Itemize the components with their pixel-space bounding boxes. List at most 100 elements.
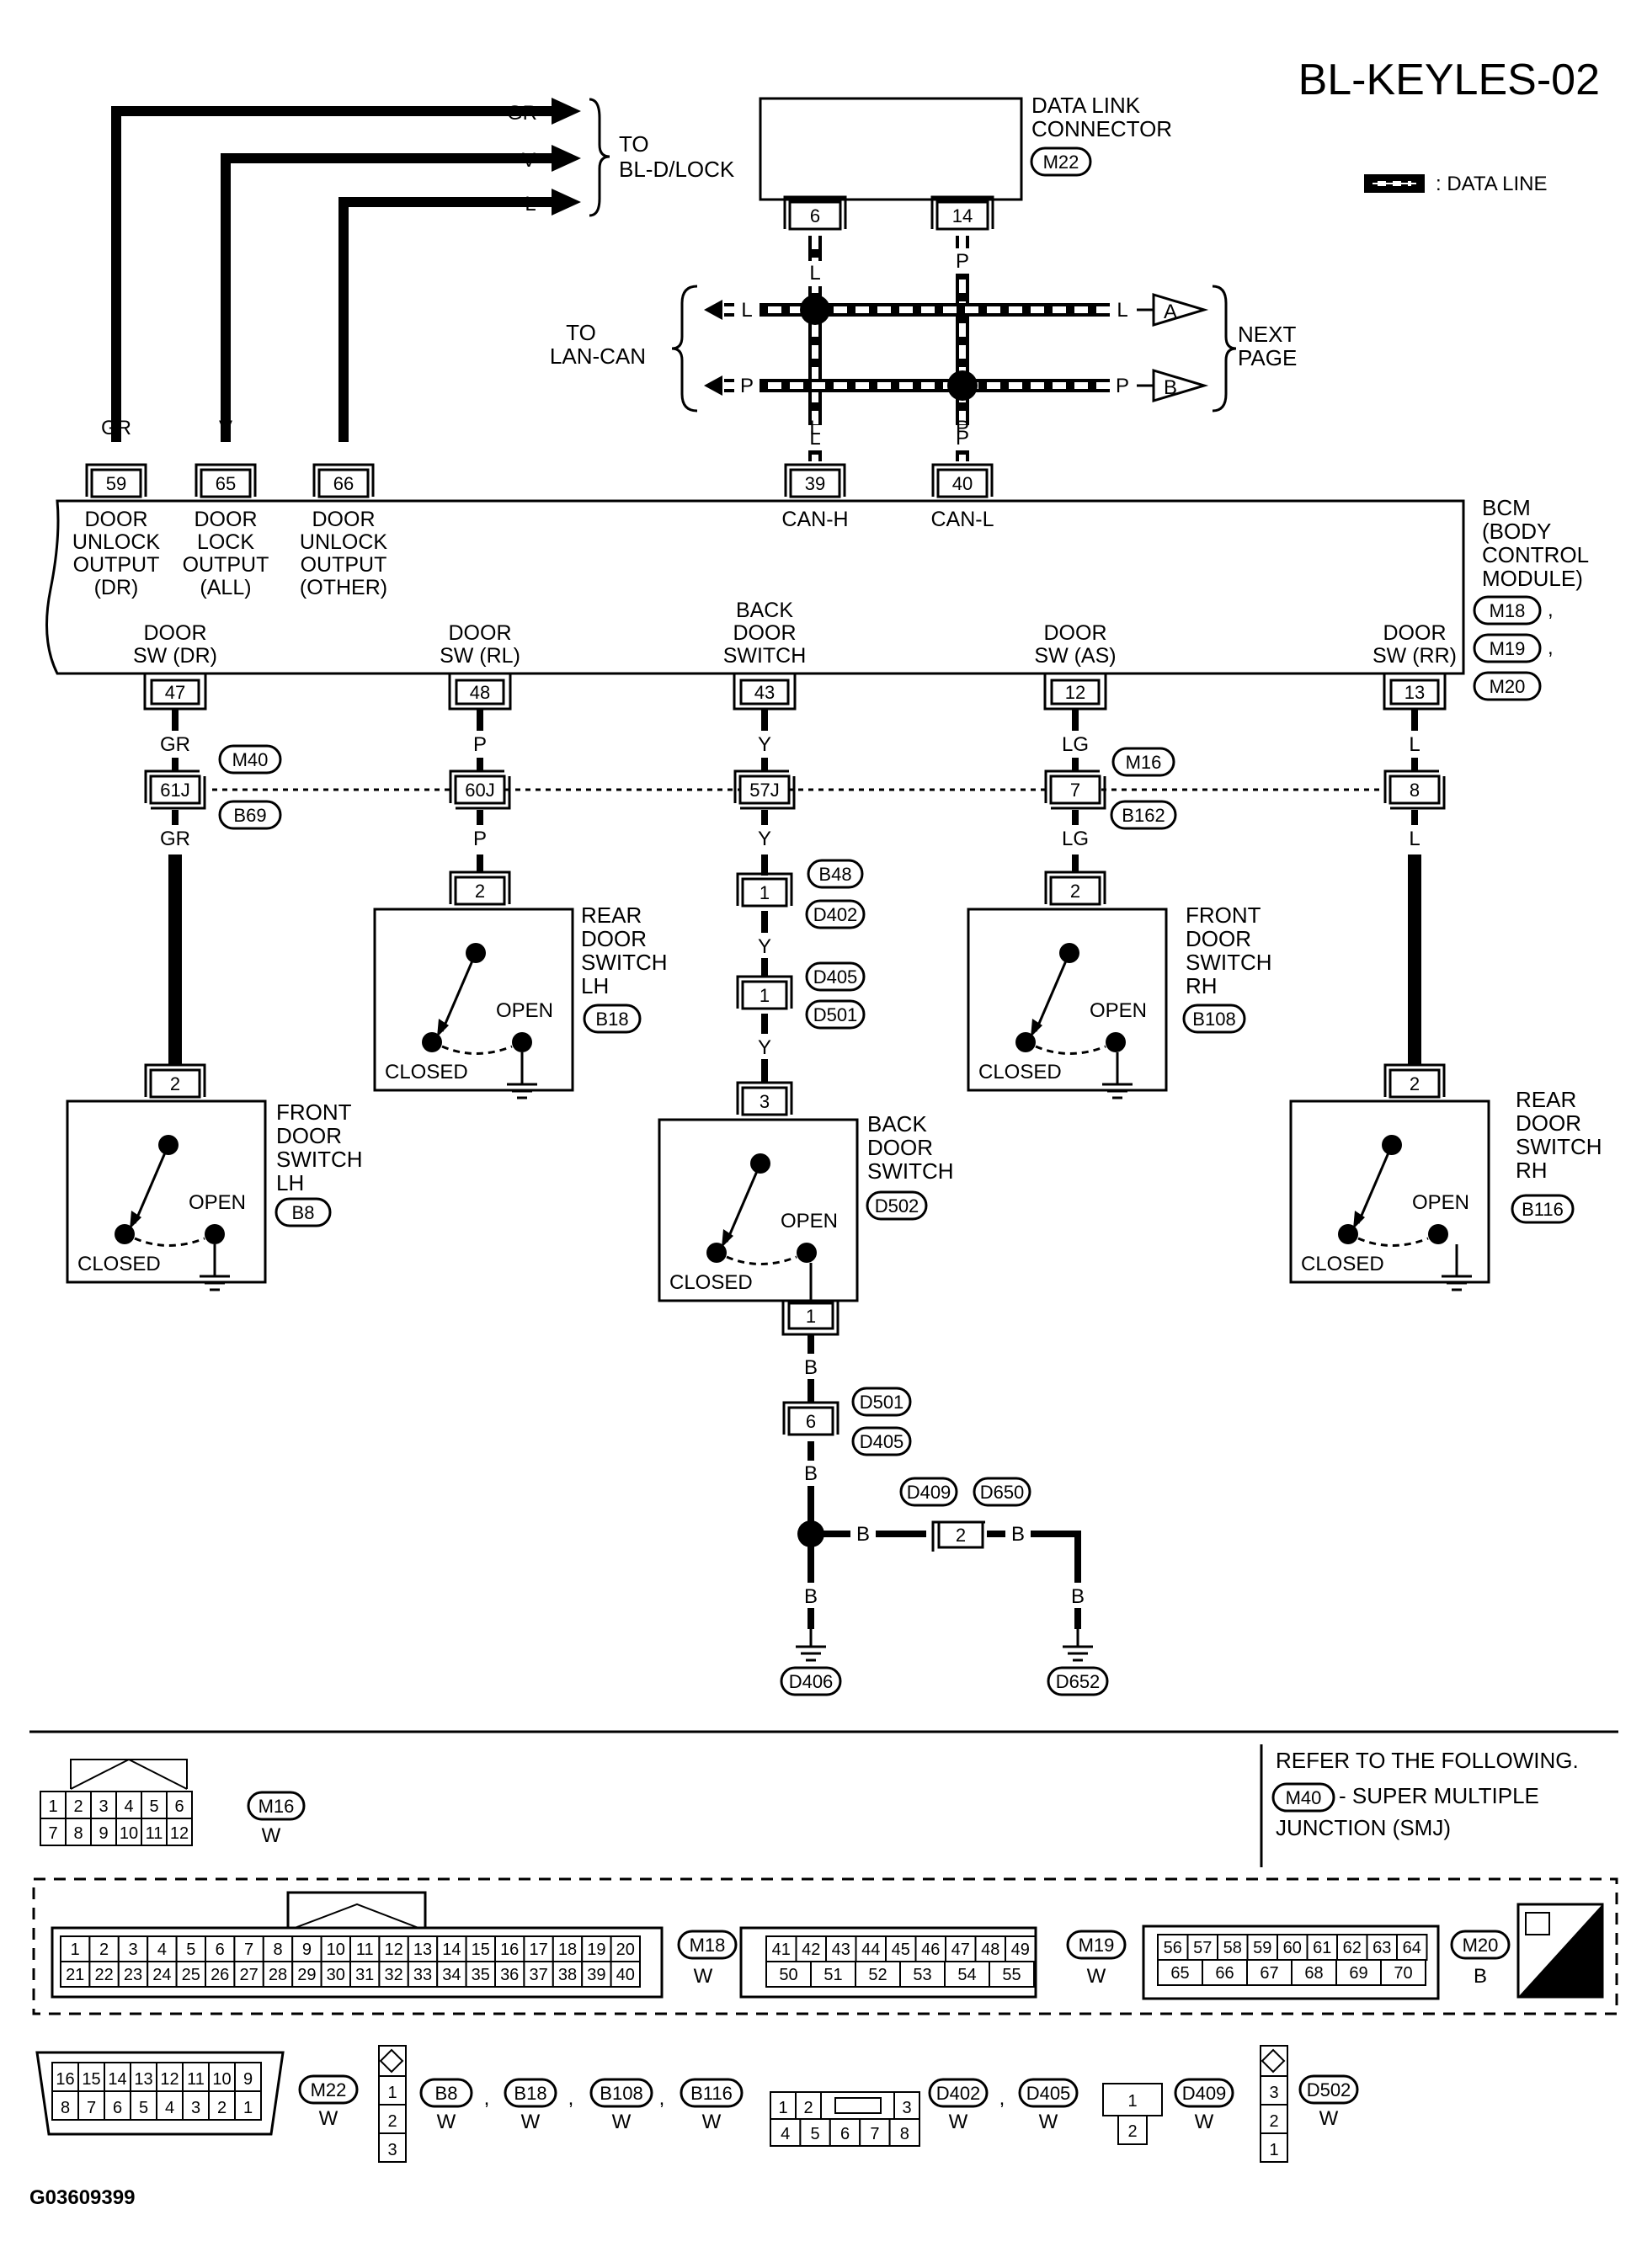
bcm-name-line-0: BCM bbox=[1482, 495, 1531, 520]
m18-num-1-12: 33 bbox=[413, 1966, 432, 1984]
bcm-bottom-label-3-line-0: DOOR bbox=[1044, 621, 1107, 645]
m16-cell-0-5 bbox=[166, 1791, 193, 1819]
rear-rh-switch-open-contact bbox=[1428, 1224, 1448, 1244]
to-lan-can-line1: TO bbox=[566, 320, 596, 345]
junction-0-shell bbox=[144, 769, 200, 803]
bcm-top-label-0-line-2: OUTPUT bbox=[73, 553, 160, 577]
back-switch-name-line-2: SWITCH bbox=[867, 1158, 954, 1184]
junction-wire-above-2: Y bbox=[758, 733, 771, 756]
m18-color: W bbox=[694, 1965, 713, 1988]
junction-rh-b-outline bbox=[1110, 800, 1177, 830]
front-rh-switch-blade-tip bbox=[1031, 1019, 1042, 1037]
hs-badge-connector-icon bbox=[1525, 1912, 1550, 1935]
bcm-top-wire-label-3: L bbox=[809, 417, 820, 439]
m18-num-1-5: 26 bbox=[211, 1966, 229, 1984]
m18-num-0-15: 16 bbox=[500, 1941, 519, 1959]
m19-num-1-2: 52 bbox=[868, 1966, 887, 1984]
to-bl-dlock-line2: BL-D/LOCK bbox=[619, 157, 735, 182]
can-h-wire-label-bot: L bbox=[809, 427, 820, 450]
m20-num-0-0: 56 bbox=[1164, 1939, 1182, 1957]
wire-back-2-label-bg bbox=[749, 933, 780, 958]
bcm-top-pin-4-pin: 40 bbox=[952, 473, 973, 494]
rear-rh-name-line-0: REAR bbox=[1516, 1087, 1576, 1112]
wire-v-label: V bbox=[522, 149, 536, 172]
bcm-bottom-pin-1: 48 bbox=[470, 682, 490, 703]
b-three-id-0-label: B8 bbox=[435, 2083, 458, 2104]
rear-rh-name-line-1: DOOR bbox=[1516, 1110, 1581, 1136]
d402-num-0-2: 3 bbox=[902, 2099, 911, 2117]
bcm-top-pin-1-shell bbox=[195, 463, 257, 497]
rear-lh-switch-open-contact bbox=[512, 1032, 532, 1052]
front-rh-name-line-3: RH bbox=[1186, 973, 1218, 998]
bcm-bottom-box-3 bbox=[1050, 679, 1101, 705]
m19-num-0-4: 45 bbox=[892, 1941, 910, 1959]
bcm-bottom-box-0 bbox=[150, 679, 200, 705]
junction-2-box bbox=[738, 775, 791, 805]
rear-lh-name-line-2: SWITCH bbox=[581, 950, 668, 975]
m18-cell-0-18 bbox=[581, 1935, 612, 1962]
front-lh-name-line-1: DOOR bbox=[276, 1123, 342, 1148]
junction-wire-below-bg-3 bbox=[1057, 825, 1094, 850]
m19-cell-0-4 bbox=[885, 1935, 917, 1962]
rear-lh-name-line-1: DOOR bbox=[581, 926, 647, 951]
bcm-top-label-1-line-2: OUTPUT bbox=[183, 553, 269, 577]
m18-num-0-19: 20 bbox=[616, 1941, 635, 1959]
m19-num-0-7: 48 bbox=[981, 1941, 999, 1959]
harness-brace bbox=[589, 98, 610, 217]
dlc-pin-6-box bbox=[788, 200, 842, 231]
back-switch-connector-label: D502 bbox=[875, 1195, 919, 1217]
m22-num-1-3: 5 bbox=[139, 2099, 148, 2117]
rear-lh-switch-open-label: OPEN bbox=[496, 999, 553, 1022]
m22-cell-1-2 bbox=[104, 2090, 131, 2121]
m18-num-1-6: 27 bbox=[239, 1966, 258, 1984]
dlc-connector-id-outline bbox=[1030, 146, 1092, 177]
bcm-top-wire-label-1: V bbox=[219, 417, 232, 439]
m19-cell-1-5 bbox=[989, 1961, 1035, 1988]
back-chain-c3-b-outline bbox=[851, 1426, 912, 1456]
front-rh-pin-box bbox=[1049, 876, 1101, 906]
m18-num-1-9: 30 bbox=[327, 1966, 345, 1984]
can-h-left-label-bg bbox=[734, 296, 760, 322]
bcm-body bbox=[45, 499, 1465, 675]
m22-cell-0-3 bbox=[130, 2062, 157, 2092]
m16-num-1-2: 9 bbox=[99, 1824, 108, 1843]
d402-id-label: D402 bbox=[936, 2083, 981, 2104]
rear-rh-name-line-3: RH bbox=[1516, 1158, 1548, 1183]
m19-cell-1-3 bbox=[899, 1961, 946, 1988]
m20-num-0-1: 57 bbox=[1193, 1939, 1212, 1957]
m16-num-0-1: 2 bbox=[73, 1797, 83, 1816]
b-three-key bbox=[379, 2048, 404, 2074]
m18-cell-1-3 bbox=[147, 1961, 178, 1988]
m18-num-1-17: 38 bbox=[558, 1966, 577, 1984]
harness-arrow-1 bbox=[552, 145, 581, 172]
back-switch-open-contact bbox=[797, 1243, 817, 1263]
back-chain-c3-pin: 6 bbox=[806, 1411, 816, 1432]
front-lh-switch-travel bbox=[134, 1237, 205, 1247]
bcm-connector-m20-outline bbox=[1473, 671, 1542, 701]
d402-lock bbox=[834, 2097, 882, 2114]
d402-cell-1-4 bbox=[888, 2118, 920, 2147]
back-switch-box bbox=[658, 1118, 859, 1302]
m18-num-1-13: 34 bbox=[442, 1966, 461, 1984]
d409-color: W bbox=[1195, 2111, 1214, 2133]
d402-cell-1-2 bbox=[829, 2118, 861, 2147]
m18-latch bbox=[294, 1903, 419, 1929]
m20-cell-1-1 bbox=[1202, 1959, 1248, 1986]
m18-cell-1-16 bbox=[523, 1961, 554, 1988]
next-page-flag-b-label: B bbox=[1164, 376, 1177, 399]
rear-rh-name-line-2: SWITCH bbox=[1516, 1134, 1602, 1159]
front-lh-connector-outline bbox=[274, 1197, 332, 1227]
m16-num-1-1: 8 bbox=[73, 1824, 83, 1843]
junction-4-box bbox=[1388, 775, 1441, 805]
junction-wire-below-1: P bbox=[473, 828, 487, 850]
m18-num-0-3: 4 bbox=[157, 1941, 167, 1959]
data-line-legend-label: : DATA LINE bbox=[1436, 173, 1547, 195]
back-chain-c2-pin: 1 bbox=[760, 985, 770, 1006]
dlc-connector-id-label: M22 bbox=[1043, 152, 1079, 173]
m22-cell-1-7 bbox=[234, 2090, 262, 2121]
m19-num-1-3: 53 bbox=[913, 1966, 931, 1984]
rear-lh-name-line-3: LH bbox=[581, 973, 609, 998]
bcm-top-label-4-line-0: CAN-L bbox=[930, 508, 994, 531]
bcm-connector-m18-label: M18 bbox=[1490, 600, 1526, 621]
bcm-connectors-dashed-group bbox=[32, 1877, 1618, 2015]
